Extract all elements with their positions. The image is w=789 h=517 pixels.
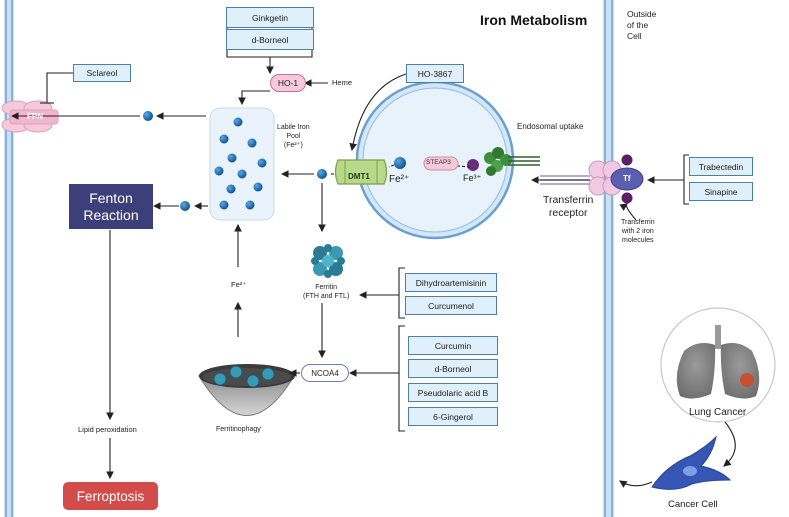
drug-pseudolaric-acid-b: Pseudolaric acid B	[408, 383, 498, 402]
iron-dot-dmt1	[317, 169, 327, 179]
fenton-reaction-box: Fenton Reaction	[69, 184, 153, 229]
iron-dot-fpn	[143, 111, 153, 121]
dmt1-transporter	[334, 159, 388, 185]
tf-shape	[610, 154, 644, 204]
pool-iron-dots	[214, 117, 267, 210]
endosomal-uptake-label: Endosomal uptake	[517, 122, 584, 131]
cancer-cell-shape	[651, 435, 732, 490]
drug-6-gingerol: 6-Gingerol	[408, 407, 498, 426]
fpn-label: FPN	[27, 112, 43, 121]
endosome-receptor	[484, 147, 540, 176]
fe3-iron-ball	[467, 159, 479, 171]
right-membrane	[603, 0, 614, 517]
steap3-shape	[423, 156, 459, 171]
heme-label: Heme	[332, 78, 353, 87]
ferritin-label: Ferritin (FTH and FTL)	[303, 284, 350, 300]
drug-curcumenol: Curcumenol	[405, 296, 497, 315]
ferroptosis-box: Ferroptosis	[63, 482, 158, 510]
cancer-cell-label: Cancer Cell	[668, 499, 718, 510]
drug-sinapine: Sinapine	[689, 182, 753, 201]
drug-curcumin: Curcumin	[408, 336, 498, 355]
fe2-endosome-label: Fe²⁺	[389, 174, 410, 185]
ho1-pill: HO-1	[270, 74, 306, 92]
transferrin-receptor-shape	[540, 160, 622, 196]
ferroptosis-label: Ferroptosis	[76, 488, 145, 504]
ferritinophagy-bowl	[198, 364, 295, 416]
lung-cancer-label: Lung Cancer	[689, 407, 747, 418]
ferritin-shape	[311, 244, 345, 278]
dmt1-label: DMT1	[348, 172, 370, 181]
drug-dihydroartemisinin: Dihydroartemisinin	[405, 273, 497, 292]
lipid-peroxidation-label: Lipid peroxidation	[78, 425, 137, 434]
arrows	[10, 21, 736, 488]
iron-dot-fenton	[180, 201, 190, 211]
fe3-label: Fe³⁺	[463, 173, 482, 183]
diagram-title: Iron Metabolism	[480, 12, 588, 28]
drug-sclareol: Sclareol	[73, 64, 131, 82]
steap3-label: STEAP3	[426, 159, 451, 166]
drug-ginkgetin: Ginkgetin	[226, 7, 314, 28]
transferrin-iron-label: Transferrin with 2 iron molecules	[621, 219, 655, 244]
drug-ho3867: HO-3867	[406, 64, 464, 83]
fenton-reaction-label: Fenton Reaction	[83, 189, 139, 223]
drug-d-borneol-bottom: d-Borneol	[408, 359, 498, 378]
outside-cell-label: Outside of the Cell	[627, 9, 657, 41]
tf-label: Tf	[623, 174, 631, 183]
ferritinophagy-label: Ferritinophagy	[216, 426, 261, 433]
drug-d-borneol-top: d-Borneol	[226, 29, 314, 50]
transferrin-receptor-label: Transferrin receptor	[543, 194, 594, 219]
fe2-ferritinophagy-label: Fe²⁺	[231, 280, 247, 289]
drug-trabectedin: Trabectedin	[689, 157, 753, 176]
ncoa4-pill: NCOA4	[301, 364, 349, 382]
fpn-transporter	[1, 100, 59, 133]
lung-illustration	[660, 307, 776, 423]
left-membrane	[4, 0, 14, 517]
labile-iron-pool-label: Labile Iron Pool (Fe²⁺)	[277, 124, 310, 149]
iron-dot-steap3	[394, 157, 406, 169]
